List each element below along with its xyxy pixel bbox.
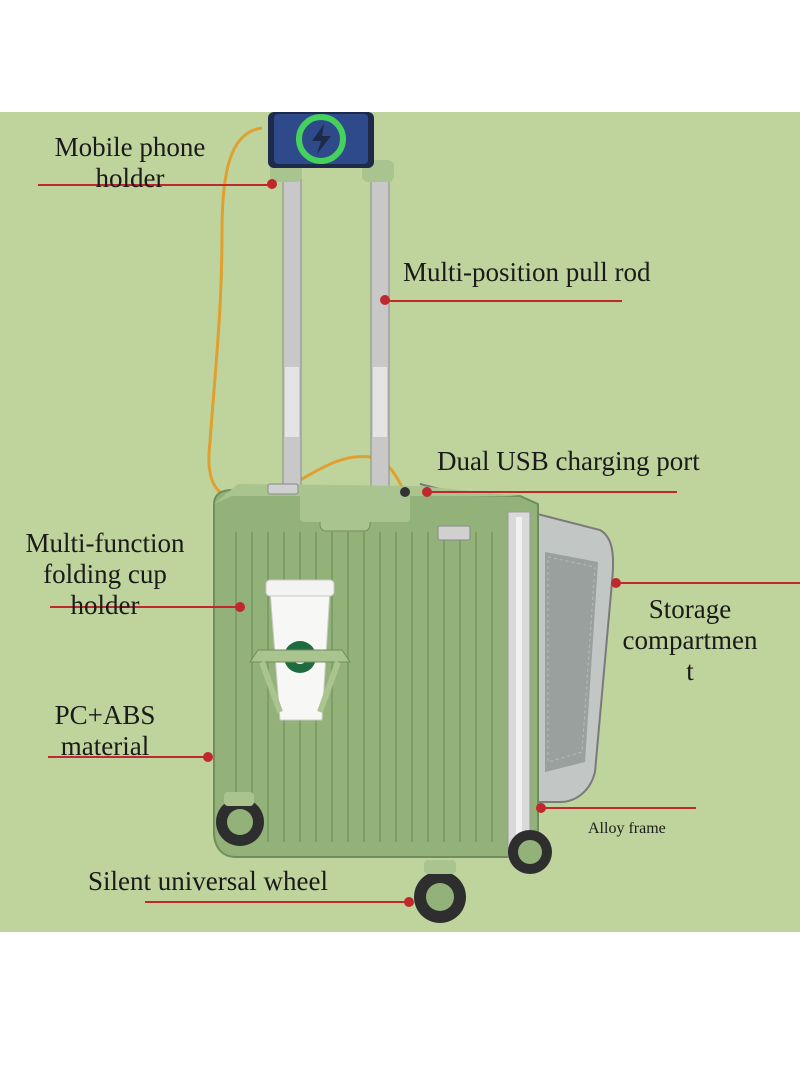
label-storage: Storage compartmen t: [605, 594, 775, 687]
label-storage-line-3: t: [686, 656, 694, 686]
pointer-dot-cup-holder: [235, 602, 245, 612]
lightning-charge-icon: [312, 124, 331, 154]
wheels: [216, 792, 552, 923]
leader-line-wheel: [145, 901, 409, 903]
storage-compartment: [419, 483, 615, 803]
usb-port-icon: [437, 525, 471, 541]
label-material: PC+ABS material: [40, 700, 170, 762]
label-phone-holder-line-1: Mobile phone: [54, 132, 206, 162]
phone: [268, 112, 374, 168]
label-wheel: Silent universal wheel: [88, 866, 328, 896]
leader-line-phone-holder: [38, 184, 272, 186]
pointer-dot-material: [203, 752, 213, 762]
label-material-line-2: material: [60, 731, 150, 761]
suitcase-illustration: [203, 112, 621, 923]
leader-line-pull-rod: [385, 300, 622, 302]
label-cup-holder-line-3: holder: [70, 590, 140, 620]
label-frame: Alloy frame: [588, 820, 666, 837]
leader-line-storage: [616, 582, 800, 584]
leader-line-material: [48, 756, 208, 758]
charging-cable: [207, 126, 407, 502]
label-material-line-1: PC+ABS: [54, 700, 156, 730]
label-usb-port: Dual USB charging port: [437, 446, 700, 476]
leader-line-frame: [541, 807, 696, 809]
cup-holder: [249, 579, 351, 721]
pointer-dot-phone-holder: [267, 179, 277, 189]
pointer-dot-wheel: [404, 897, 414, 907]
label-cup-holder-line-2: folding cup: [43, 559, 167, 589]
diagram-canvas: Mobile phone holder Multi-position pull …: [0, 112, 800, 932]
label-pull-rod: Multi-position pull rod: [403, 257, 651, 287]
leader-line-cup-holder: [50, 606, 240, 608]
label-storage-line-1: Storage: [648, 594, 732, 624]
label-cup-holder-line-1: Multi-function: [25, 528, 185, 558]
label-cup-holder: Multi-function folding cup holder: [10, 528, 200, 621]
label-phone-holder-line-2: holder: [95, 163, 165, 193]
label-storage-line-2: compartmen: [622, 625, 758, 655]
label-phone-holder: Mobile phone holder: [40, 132, 220, 194]
leader-line-usb-port: [427, 491, 677, 493]
usb-port-icon: [267, 483, 299, 495]
